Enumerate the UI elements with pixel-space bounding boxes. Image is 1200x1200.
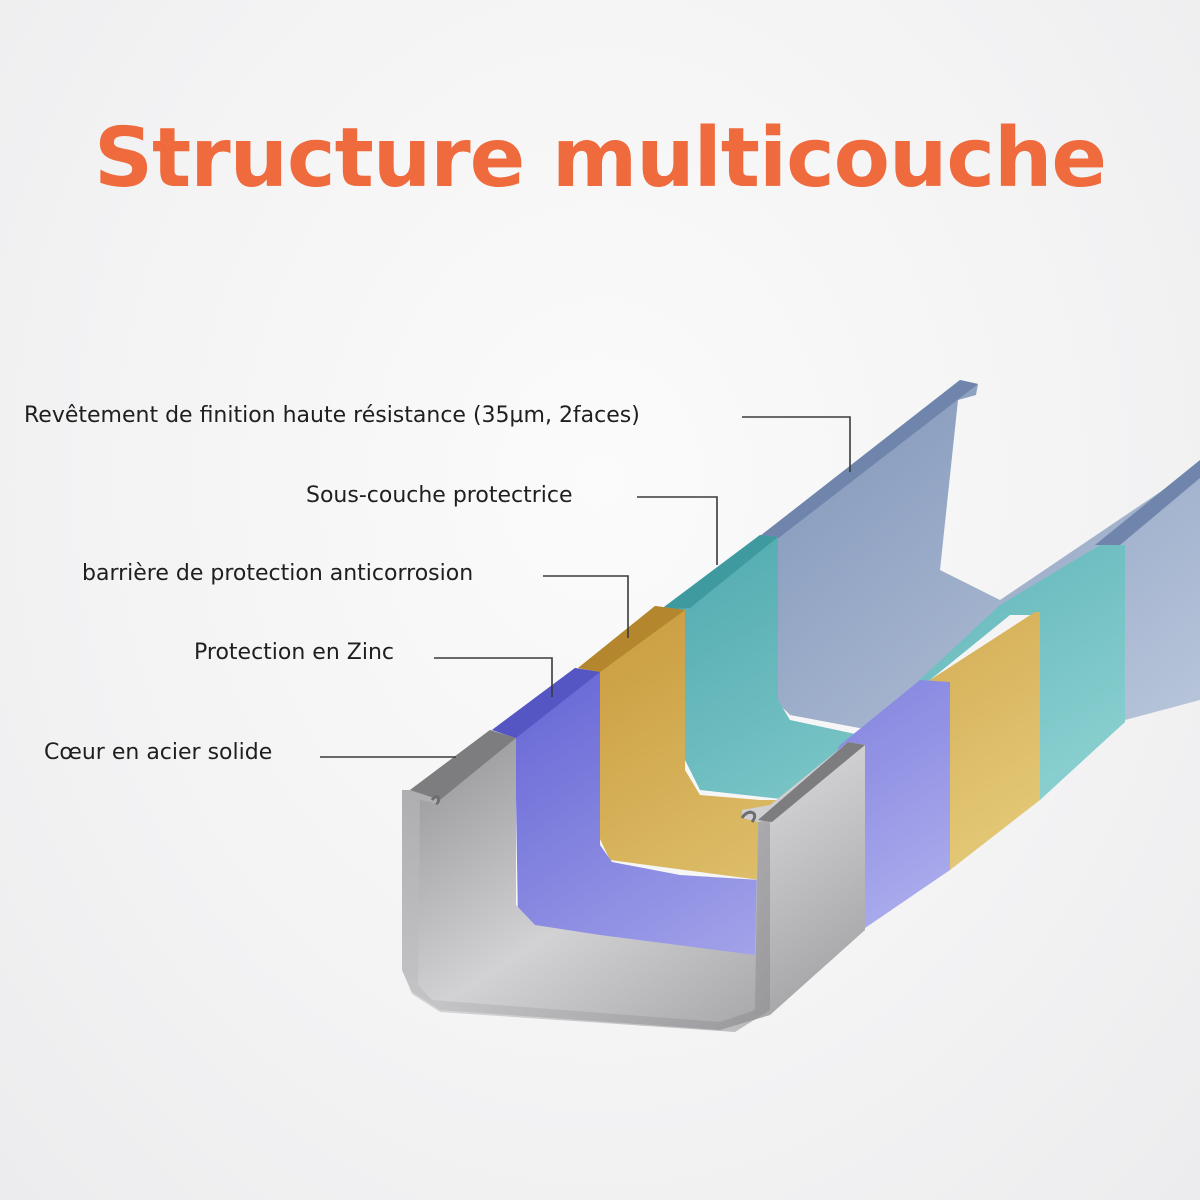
label-anticorrosion-barrier: barrière de protection anticorrosion	[82, 561, 474, 586]
layer-zinc	[492, 668, 950, 955]
leader-line-undercoat	[637, 496, 718, 565]
label-finish-coating: Revêtement de finition haute résistance …	[24, 403, 640, 428]
leader-line-anticorrosion	[543, 575, 629, 638]
label-protective-undercoat: Sous-couche protectrice	[306, 483, 573, 508]
label-steel-core: Cœur en acier solide	[44, 740, 273, 765]
diagram-title: Structure multicouche	[93, 111, 1107, 206]
layer-anticorrosion-barrier	[578, 606, 1040, 880]
layer-protective-undercoat	[660, 535, 1125, 800]
leader-lines	[320, 416, 851, 758]
layer-steel-core	[402, 730, 865, 1032]
leader-line-finish	[742, 416, 851, 472]
leader-line-zinc	[434, 657, 553, 697]
layer-finish-coating	[755, 380, 1200, 730]
label-zinc-protection: Protection en Zinc	[194, 640, 394, 665]
